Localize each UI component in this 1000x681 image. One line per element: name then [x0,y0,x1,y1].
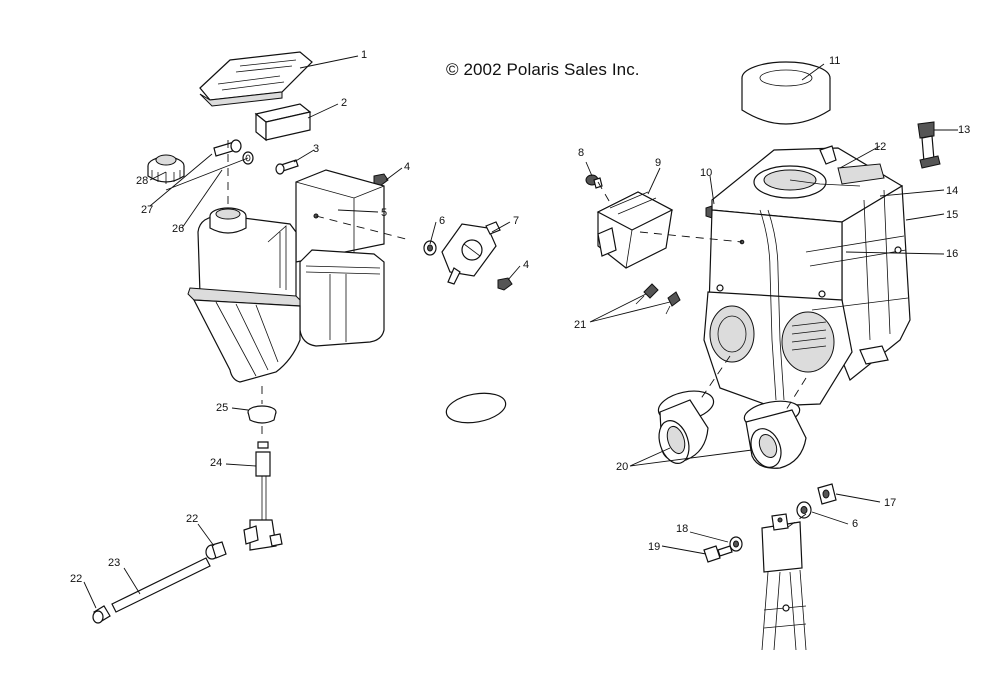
callout-18: 18 [676,523,688,535]
callout-3: 3 [313,143,319,155]
bolt-17 [817,483,837,505]
callout-6b: 6 [852,518,858,530]
callout-12: 12 [874,141,886,153]
oil-pump [441,221,501,285]
callout-11: 11 [829,55,840,67]
callout-13: 13 [958,124,970,136]
callout-20: 20 [616,461,628,473]
callout-labels: 1 2 3 4 5 6 7 4 8 9 10 11 12 13 14 15 16… [70,49,970,585]
oil-hose [111,557,211,613]
bolt-3 [275,159,299,175]
callout-15: 15 [946,209,958,221]
hose-clamp-22b [92,605,111,624]
callout-27: 27 [141,204,153,216]
cdi-module [596,191,674,269]
callout-24: 24 [210,457,222,469]
screw-8 [585,174,603,189]
oil-tank [187,169,385,383]
callout-25: 25 [216,402,228,414]
foam-block [254,103,312,142]
callout-21: 21 [574,319,586,331]
bolt-19 [703,545,733,563]
callout-7: 7 [513,215,519,227]
washer-6b [796,501,812,519]
latch-clip [917,121,941,169]
callout-16: 16 [946,248,958,260]
callout-10: 10 [700,167,712,179]
screw-21b [665,291,681,315]
washer-6a [423,240,437,256]
assembly-lines [227,140,807,531]
intake-boot-right [743,400,807,469]
callout-2: 2 [341,97,347,109]
callout-1: 1 [361,49,367,61]
nut-4b [497,277,513,291]
bolt-26 [213,139,242,157]
callout-28: 28 [136,175,148,187]
airbox [703,145,911,407]
callout-9: 9 [655,157,661,169]
callout-19: 19 [648,541,660,553]
callout-22b: 22 [70,573,82,585]
callout-26: 26 [172,223,184,235]
washer-18 [729,536,743,552]
callout-8: 8 [578,147,584,159]
callout-17: 17 [884,497,896,509]
screw-21a [635,283,659,305]
callout-23: 23 [108,557,120,569]
callout-4b: 4 [523,259,529,271]
filler-cap [147,154,185,184]
oil-tank-cover [199,51,313,107]
grommet [247,405,277,424]
callout-6: 6 [439,215,445,227]
callout-4: 4 [404,161,410,173]
intake-boot-left [445,390,715,464]
mounting-bracket [761,513,807,651]
hose-clamp-22a [205,541,227,560]
leader-lines [83,55,958,609]
callout-22: 22 [186,513,198,525]
copyright-notice: © 2002 Polaris Sales Inc. [446,60,640,79]
level-sensor [243,441,283,551]
callout-14: 14 [946,185,958,197]
callout-5: 5 [381,207,387,219]
foam-ring [741,61,831,125]
